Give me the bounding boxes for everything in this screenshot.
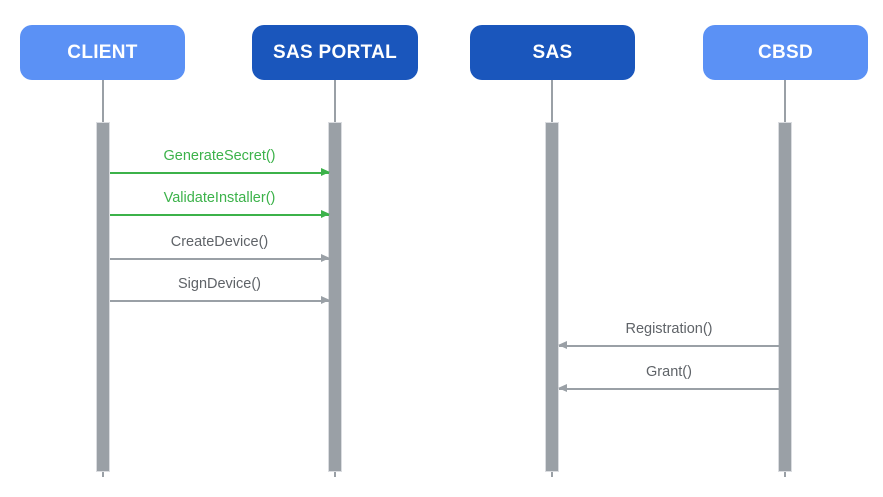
message-line-sign-device <box>110 300 329 302</box>
message-label-generate-secret: GenerateSecret() <box>163 147 276 164</box>
arrowhead-left-icon <box>558 384 567 392</box>
message-line-grant <box>559 388 779 390</box>
arrowhead-right-icon <box>321 168 330 176</box>
participant-label-sas: SAS <box>532 42 573 63</box>
arrowhead-right-icon <box>321 254 330 262</box>
message-label-grant: Grant() <box>646 363 692 380</box>
message-label-registration: Registration() <box>625 320 713 337</box>
message-line-validate-installer <box>110 214 329 216</box>
participant-label-cbsd: CBSD <box>757 42 814 63</box>
message-line-create-device <box>110 258 329 260</box>
arrowhead-right-icon <box>321 210 330 218</box>
message-line-registration <box>559 345 779 347</box>
activation-bar-cbsd <box>778 122 792 472</box>
activation-bar-sas-portal <box>328 122 342 472</box>
participant-box-client[interactable]: CLIENT <box>20 25 185 80</box>
message-label-sign-device: SignDevice() <box>178 275 261 292</box>
activation-bar-client <box>96 122 110 472</box>
message-label-validate-installer: ValidateInstaller() <box>163 189 276 206</box>
participant-box-sas-portal[interactable]: SAS PORTAL <box>252 25 418 80</box>
arrowhead-right-icon <box>321 296 330 304</box>
participant-label-client: CLIENT <box>67 42 138 63</box>
activation-bar-sas <box>545 122 559 472</box>
participant-box-cbsd[interactable]: CBSD <box>703 25 868 80</box>
message-line-generate-secret <box>110 172 329 174</box>
participant-box-sas[interactable]: SAS <box>470 25 635 80</box>
arrowhead-left-icon <box>558 341 567 349</box>
participant-label-sas-portal: SAS PORTAL <box>272 42 398 63</box>
message-label-create-device: CreateDevice() <box>170 233 269 250</box>
